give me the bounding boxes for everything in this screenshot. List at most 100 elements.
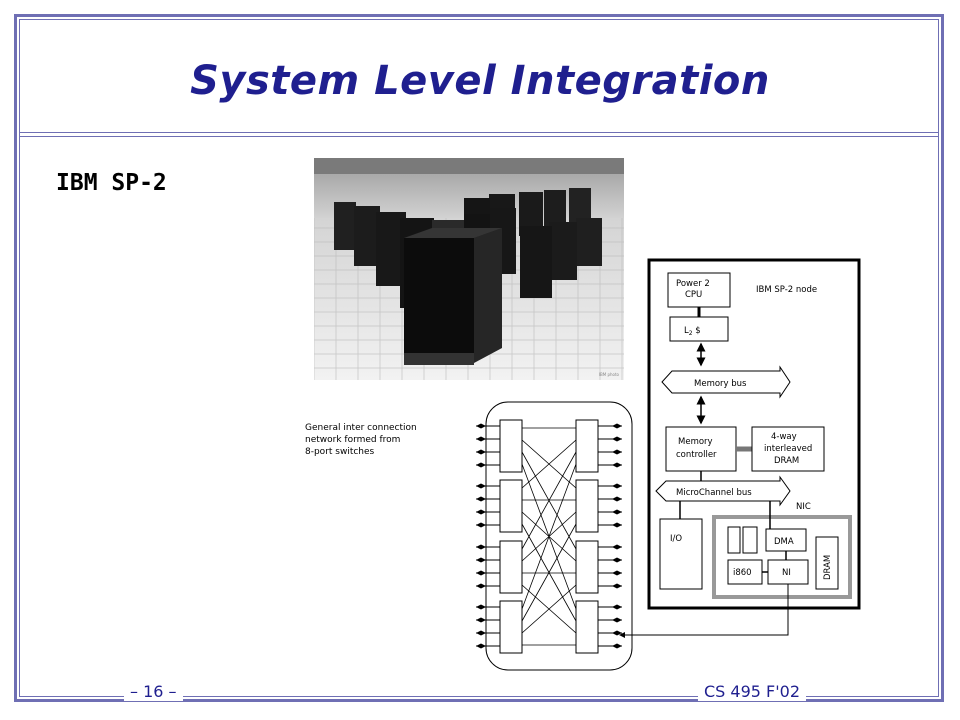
port-arrow-right <box>617 436 622 442</box>
port-arrow-left <box>476 583 481 589</box>
port-arrow-right <box>617 483 622 489</box>
sp2-node-box <box>647 258 861 610</box>
port-arrow-right <box>612 557 617 563</box>
nic-memory-chip-2 <box>742 526 758 554</box>
l2-cache-box <box>669 316 729 342</box>
io-box <box>659 518 703 590</box>
network-caption-line-3: 8-port switches <box>305 447 375 457</box>
port-arrow-left <box>476 643 481 649</box>
port-arrow-right <box>617 604 622 610</box>
memory-bus-label: Memory bus <box>694 379 747 389</box>
cpu-box <box>667 272 731 308</box>
port-arrow-left <box>476 496 481 502</box>
port-arrow-right <box>612 522 617 528</box>
l2-cache-suffix: $ <box>693 326 701 336</box>
port-arrow-left <box>481 496 486 502</box>
network-switches <box>499 419 599 654</box>
ni-label: NI <box>782 568 791 578</box>
svg-text:L2 $: L2 $ <box>684 326 701 337</box>
eight-port-switch <box>499 479 523 533</box>
port-arrow-left <box>481 643 486 649</box>
sp2-machine-room-photo: IBM photo <box>314 158 624 380</box>
port-arrow-left <box>476 509 481 515</box>
port-arrow-left <box>481 630 486 636</box>
port-arrow-left <box>481 570 486 576</box>
interleaved-dram-line-2: interleaved <box>764 444 812 454</box>
port-arrow-left <box>476 522 481 528</box>
port-arrow-right <box>617 643 622 649</box>
interleaved-dram-line-1: 4-way <box>771 432 797 442</box>
title-rule-top <box>19 132 939 133</box>
port-arrow-right <box>617 570 622 576</box>
port-arrow-left <box>476 544 481 550</box>
eight-port-switch <box>575 419 599 473</box>
l2-cache-label: L <box>684 326 689 336</box>
slide-frame-inner <box>19 19 939 697</box>
switch-link <box>521 451 577 550</box>
i860-label: i860 <box>733 568 752 578</box>
cpu-label-line-2: CPU <box>685 290 702 300</box>
title-rule-bottom <box>19 136 939 137</box>
port-arrow-left <box>481 462 486 468</box>
port-arrow-right <box>612 496 617 502</box>
port-arrow-right <box>617 423 622 429</box>
port-arrow-left <box>481 544 486 550</box>
port-arrow-left <box>476 462 481 468</box>
dma-label: DMA <box>774 537 794 547</box>
io-label: I/O <box>670 534 682 544</box>
memory-controller-box <box>665 426 737 472</box>
slide-title: System Level Integration <box>190 58 770 104</box>
nic-dram-box <box>815 536 839 590</box>
network-links <box>476 423 622 649</box>
eight-port-switch <box>499 600 523 654</box>
port-arrow-right <box>617 522 622 528</box>
port-arrow-right <box>612 462 617 468</box>
memory-controller-line-2: controller <box>676 450 717 460</box>
port-arrow-left <box>481 449 486 455</box>
microchannel-bus-label: MicroChannel bus <box>676 488 752 498</box>
port-arrow-left <box>481 604 486 610</box>
port-arrow-right <box>612 483 617 489</box>
port-arrow-left <box>476 570 481 576</box>
port-arrow-right <box>612 617 617 623</box>
port-arrow-left <box>481 423 486 429</box>
microchannel-bus-arrow <box>655 475 791 507</box>
port-arrow-right <box>617 449 622 455</box>
port-arrow-right <box>617 496 622 502</box>
port-arrow-right <box>612 570 617 576</box>
port-arrow-right <box>612 449 617 455</box>
eight-port-switch <box>575 540 599 594</box>
switch-link <box>521 523 577 622</box>
network-caption-line-2: network formed from <box>305 435 400 445</box>
port-arrow-left <box>476 483 481 489</box>
eight-port-switch <box>499 540 523 594</box>
port-arrow-right <box>612 509 617 515</box>
port-arrow-right <box>612 630 617 636</box>
cpu-label-line-1: Power 2 <box>676 279 710 289</box>
port-arrow-right <box>617 617 622 623</box>
port-arrow-left <box>476 604 481 610</box>
slide-subtitle: IBM SP-2 <box>56 170 167 196</box>
switch-link <box>521 463 577 610</box>
interleaved-dram-line-3: DRAM <box>774 456 799 466</box>
port-arrow-right <box>612 423 617 429</box>
port-arrow-right <box>612 436 617 442</box>
port-arrow-left <box>476 617 481 623</box>
svg-text:IBM photo: IBM photo <box>599 372 620 377</box>
eight-port-switch <box>499 419 523 473</box>
port-arrow-left <box>476 449 481 455</box>
switch-link <box>521 584 577 634</box>
port-arrow-left <box>476 630 481 636</box>
port-arrow-left <box>481 483 486 489</box>
nic-dram-label: DRAM <box>823 555 833 580</box>
eight-port-switch <box>575 600 599 654</box>
port-arrow-left <box>481 522 486 528</box>
port-arrow-right <box>617 544 622 550</box>
port-arrow-right <box>612 583 617 589</box>
footer-course: CS 495 F'02 <box>698 682 806 701</box>
interleaved-dram-box <box>751 426 825 472</box>
memory-bus-arrow <box>661 365 791 399</box>
ni-network-link <box>619 584 789 638</box>
slide-frame-outer <box>14 14 944 702</box>
network-enclosure <box>485 401 633 671</box>
